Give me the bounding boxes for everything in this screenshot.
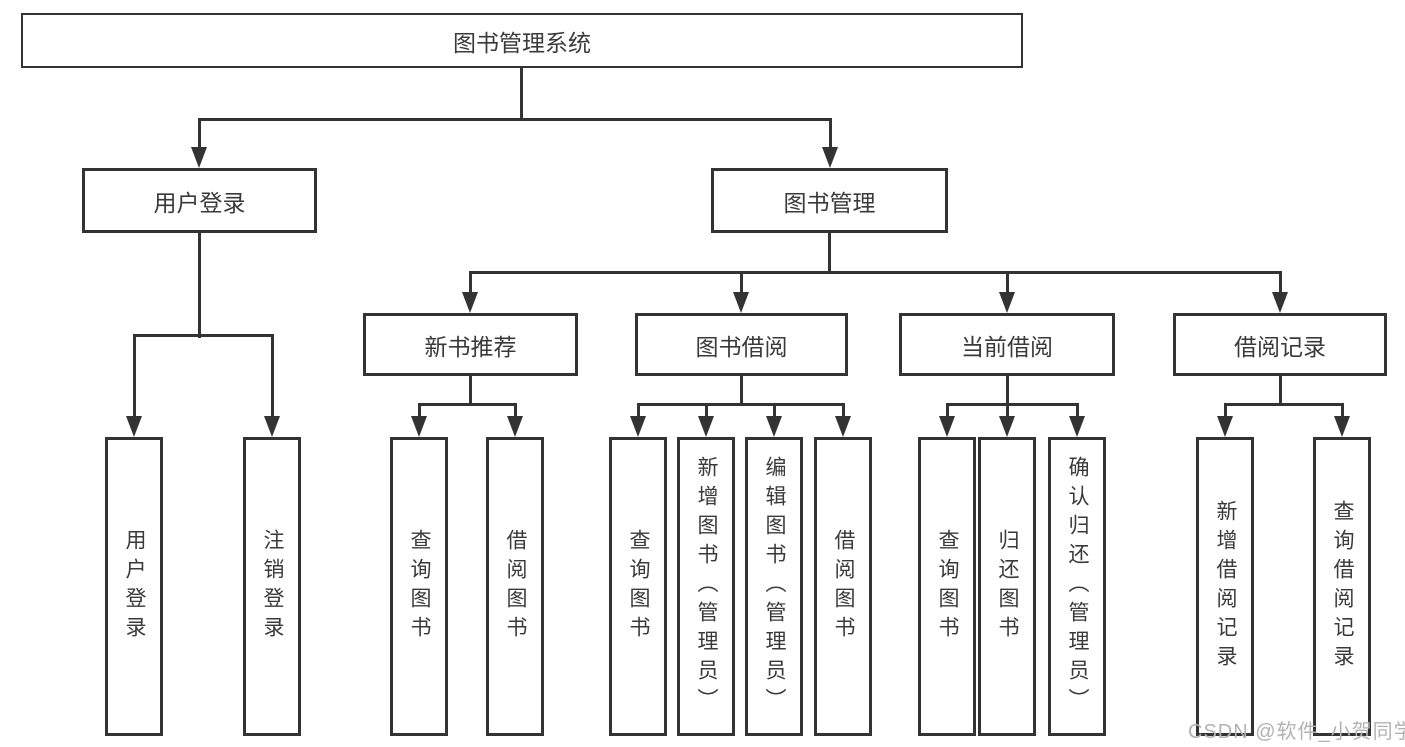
node-leaf-borrow-books: 借阅图书 <box>814 437 872 736</box>
connector-vline <box>842 403 845 421</box>
csdn-watermark: CSDN @软件_小贺同学 <box>1188 721 1405 743</box>
node-leaf-borrow-books-recommend: 借阅图书 <box>486 437 544 736</box>
arrow-down-icon <box>507 416 523 437</box>
node-book-borrowing: 图书借阅 <box>635 313 848 376</box>
node-leaf-confirm-return-admin: 确认归还（管理员） <box>1048 437 1106 736</box>
connector-vline <box>773 403 776 421</box>
connector-vline <box>705 403 708 421</box>
connector-vline <box>637 403 640 421</box>
connector-vline <box>740 376 743 406</box>
connector-vline <box>418 403 421 421</box>
arrow-down-icon <box>698 416 714 437</box>
node-leaf-query-books-current: 查询图书 <box>918 437 976 736</box>
arrow-down-icon <box>1069 416 1085 437</box>
connector-vline <box>829 118 832 151</box>
connector-vline <box>1224 403 1227 421</box>
connector-vline <box>198 118 201 151</box>
connector-hline <box>1224 403 1343 406</box>
connector-vline <box>133 334 136 421</box>
node-user-login: 用户登录 <box>82 168 317 233</box>
node-leaf-add-books-admin: 新增图书（管理员） <box>677 437 735 736</box>
connector-vline <box>1076 403 1079 421</box>
node-current-borrowing: 当前借阅 <box>899 313 1115 376</box>
arrow-down-icon <box>939 416 955 437</box>
connector-hline <box>469 271 1281 274</box>
connector-vline <box>1279 376 1282 406</box>
connector-vline <box>1006 271 1009 295</box>
arrow-down-icon <box>1217 416 1233 437</box>
connector-hline <box>198 118 831 121</box>
connector-vline <box>514 403 517 421</box>
arrow-down-icon <box>822 147 838 168</box>
connector-hline <box>946 403 1078 406</box>
arrow-down-icon <box>1272 292 1288 313</box>
connector-hline <box>133 334 273 337</box>
connector-vline <box>1006 376 1009 421</box>
connector-hline <box>637 403 844 406</box>
node-leaf-edit-books-admin: 编辑图书（管理员） <box>745 437 803 736</box>
connector-vline <box>520 68 523 121</box>
connector-hline <box>418 403 516 406</box>
arrow-down-icon <box>1334 416 1350 437</box>
node-leaf-add-borrow-record: 新增借阅记录 <box>1196 437 1254 736</box>
connector-vline <box>198 233 201 338</box>
node-leaf-query-books-recommend: 查询图书 <box>390 437 448 736</box>
arrow-down-icon <box>999 292 1015 313</box>
connector-vline <box>946 403 949 421</box>
node-leaf-query-borrow-record: 查询借阅记录 <box>1313 437 1371 736</box>
arrow-down-icon <box>264 416 280 437</box>
node-library-management-system: 图书管理系统 <box>21 13 1023 68</box>
node-borrowing-records: 借阅记录 <box>1173 313 1387 376</box>
node-leaf-logout: 注销登录 <box>243 437 301 736</box>
arrow-down-icon <box>126 416 142 437</box>
connector-vline <box>828 233 831 274</box>
connector-vline <box>1279 271 1282 295</box>
node-leaf-return-books: 归还图书 <box>978 437 1036 736</box>
connector-vline <box>469 376 472 406</box>
arrow-down-icon <box>630 416 646 437</box>
arrow-down-icon <box>999 416 1015 437</box>
arrow-down-icon <box>462 292 478 313</box>
node-leaf-query-books-borrowing: 查询图书 <box>609 437 667 736</box>
arrow-down-icon <box>766 416 782 437</box>
node-book-management: 图书管理 <box>711 168 948 233</box>
arrow-down-icon <box>835 416 851 437</box>
connector-vline <box>1341 403 1344 421</box>
connector-vline <box>469 271 472 295</box>
node-leaf-user-login: 用户登录 <box>105 437 163 736</box>
connector-vline <box>271 334 274 421</box>
arrow-down-icon <box>191 147 207 168</box>
arrow-down-icon <box>411 416 427 437</box>
connector-vline <box>740 271 743 295</box>
arrow-down-icon <box>733 292 749 313</box>
node-new-book-recommend: 新书推荐 <box>363 313 578 376</box>
